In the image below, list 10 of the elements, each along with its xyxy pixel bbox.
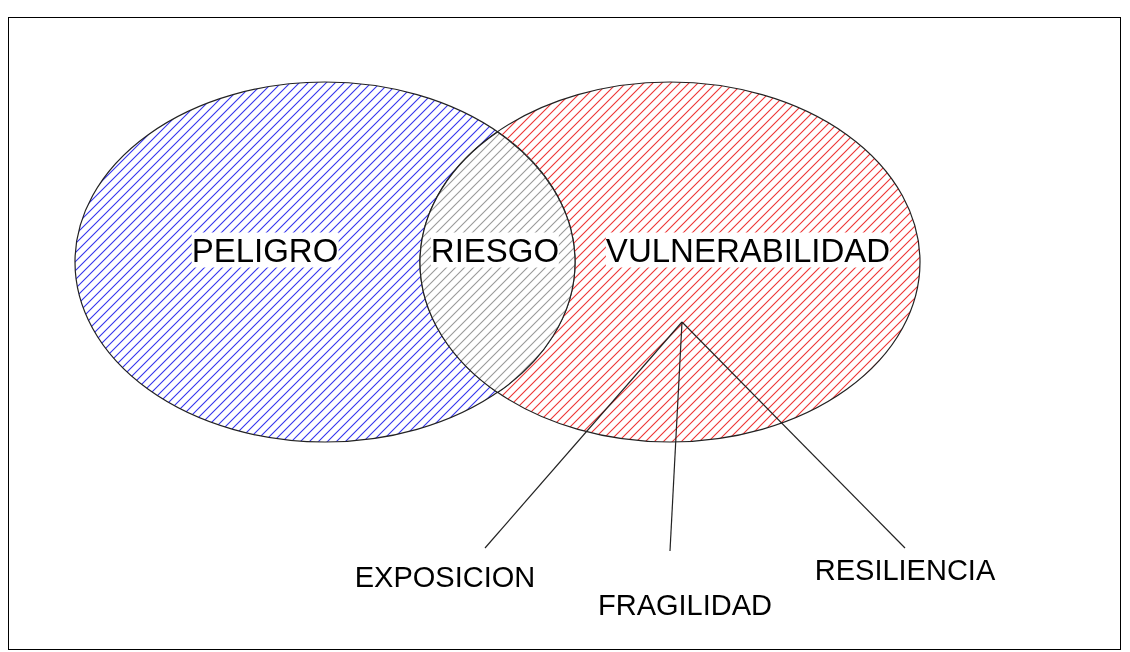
region-label: RIESGO xyxy=(430,232,560,268)
term-label: EXPOSICION xyxy=(354,562,536,592)
term-label: FRAGILIDAD xyxy=(598,590,772,620)
region-label: PELIGRO xyxy=(191,232,339,268)
leader-line xyxy=(669,321,683,552)
term-label: RESILIENCIA xyxy=(814,555,996,585)
overlap-region xyxy=(420,131,575,393)
leader-line xyxy=(681,321,906,549)
leader-line xyxy=(484,321,683,549)
region-label: VULNERABILIDAD xyxy=(605,232,891,268)
